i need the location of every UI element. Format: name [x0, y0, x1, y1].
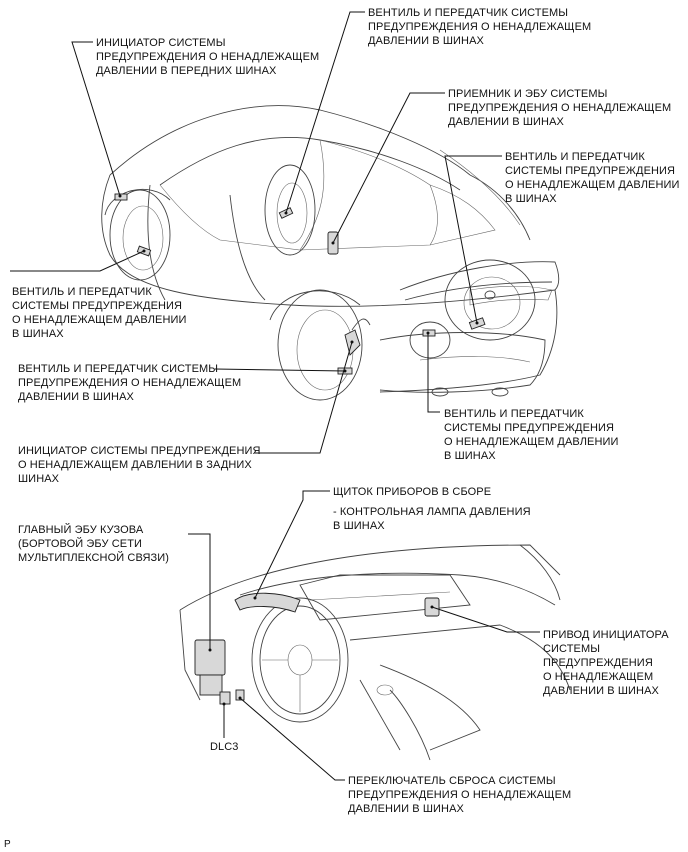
car-illustration — [101, 105, 560, 401]
label-combination-meter: ЩИТОК ПРИБОРОВ В СБОРЕ — [333, 486, 492, 498]
label-warning-light: - КОНТРОЛЬНАЯ ЛАМПА ДАВЛЕНИЯ В ШИНАХ — [333, 506, 531, 532]
dlc3-part — [219, 691, 231, 705]
label-valve-front-left: ВЕНТИЛЬ И ПЕРЕДАТЧИК СИСТЕМЫ ПРЕДУПРЕЖДЕ… — [12, 286, 187, 340]
label-initiator-front: ИНИЦИАТОР СИСТЕМЫ ПРЕДУПРЕЖДЕНИЯ О НЕНАД… — [96, 37, 320, 77]
leader-lines — [10, 11, 540, 781]
label-valve-rear-right: ВЕНТИЛЬ И ПЕРЕДАТЧИК СИСТЕМЫ ПРЕДУПРЕЖДЕ… — [444, 408, 619, 462]
main-body-ecu-lower — [199, 674, 223, 696]
label-dlc3: DLC3 — [210, 741, 239, 753]
label-initiator-rear: ИНИЦИАТОР СИСТЕМЫ ПРЕДУПРЕЖДЕНИЯ О НЕНАД… — [18, 445, 261, 485]
combination-meter-part — [234, 592, 301, 613]
label-main-body-ecu: ГЛАВНЫЙ ЭБУ КУЗОВА (БОРТОВОЙ ЭБУ СЕТИ МУ… — [18, 524, 170, 564]
label-valve-top: ВЕНТИЛЬ И ПЕРЕДАТЧИК СИСТЕМЫ ПРЕДУПРЕЖДЕ… — [368, 7, 592, 47]
label-receiver-ecu: ПРИЕМНИК И ЭБУ СИСТЕМЫ ПРЕДУПРЕЖДЕНИЯ О … — [448, 88, 672, 128]
dashboard-illustration — [179, 544, 571, 761]
label-valve-spare: ВЕНТИЛЬ И ПЕРЕДАТЧИК СИСТЕМЫ ПРЕДУПРЕЖДЕ… — [505, 151, 680, 205]
reset-switch-part — [235, 689, 245, 701]
label-initiator-driver: ПРИВОД ИНИЦИАТОРА СИСТЕМЫ ПРЕДУПРЕЖДЕНИЯ… — [543, 629, 669, 697]
label-reset-switch: ПЕРЕКЛЮЧАТЕЛЬ СБРОСА СИСТЕМЫ ПРЕДУПРЕЖДЕ… — [348, 775, 572, 815]
label-valve-rear-left: ВЕНТИЛЬ И ПЕРЕДАТЧИК СИСТЕМЫ ПРЕДУПРЕЖДЕ… — [18, 363, 242, 403]
corner-mark: P — [4, 839, 11, 850]
